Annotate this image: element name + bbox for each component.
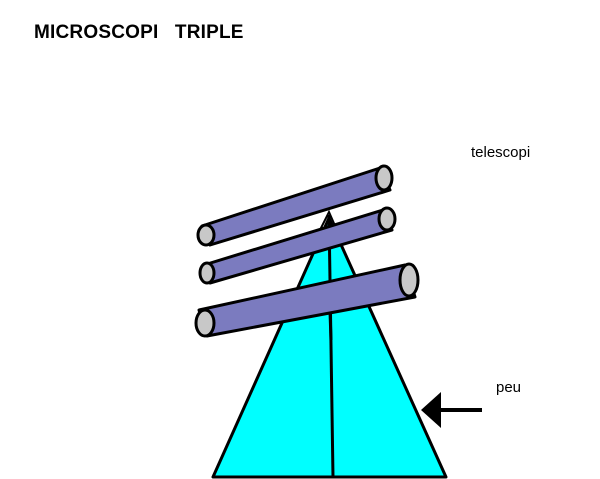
tube-bottom bbox=[194, 262, 420, 338]
tube-middle bbox=[198, 206, 397, 285]
foot-stand bbox=[211, 216, 448, 479]
label-foot: peu bbox=[496, 379, 522, 396]
stand-top-tick bbox=[319, 209, 337, 231]
diagram-title: MICROSCOPI TRIPLE bbox=[34, 22, 244, 43]
stem-segment bbox=[328, 311, 333, 341]
arrow-to-foot bbox=[421, 392, 482, 428]
stand-center-line bbox=[327, 214, 335, 478]
label-telescope: telescopi bbox=[471, 144, 531, 161]
tube-top bbox=[196, 164, 394, 247]
